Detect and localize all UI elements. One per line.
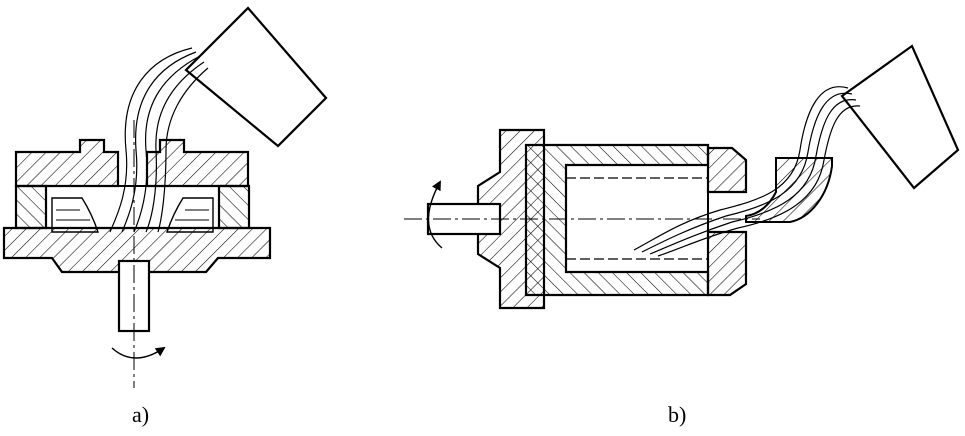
- molten-metal-stream-b: [633, 86, 861, 257]
- diagram-b-horizontal-casting: [404, 44, 960, 310]
- diagram-a-vertical-casting: [2, 6, 328, 388]
- mold-cavity: [45, 185, 220, 233]
- caption-a: a): [132, 402, 150, 427]
- pouring-ladle-b: [840, 44, 960, 190]
- molten-metal-stream-a: [109, 47, 209, 233]
- rotation-arrow-b: [427, 180, 443, 249]
- turntable-base: [2, 226, 272, 274]
- rotation-arrow: [111, 346, 166, 359]
- caption-b: b): [668, 402, 687, 427]
- pouring-trough: [745, 157, 833, 223]
- mold-drum: [524, 143, 748, 297]
- mold-side-walls: [14, 184, 251, 230]
- upper-mold: [14, 138, 250, 188]
- pouring-ladle-a: [184, 6, 328, 148]
